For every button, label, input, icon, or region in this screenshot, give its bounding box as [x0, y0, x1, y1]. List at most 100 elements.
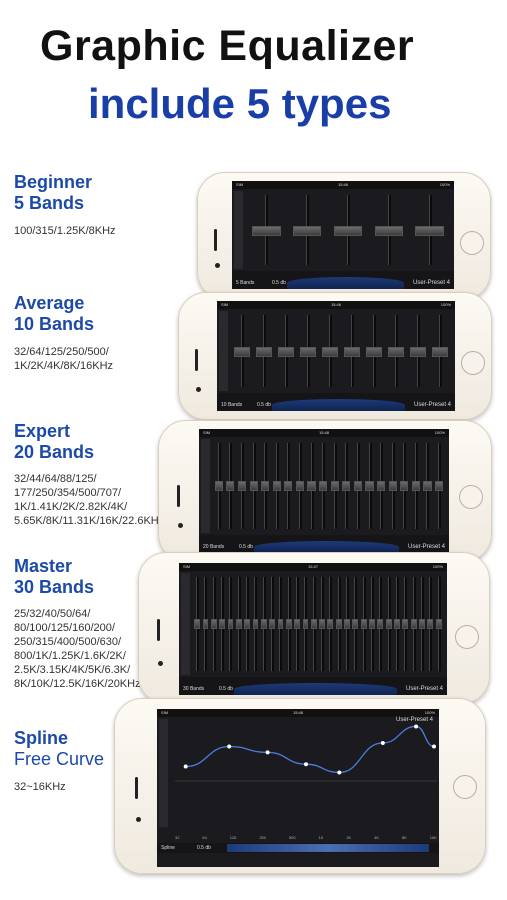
band-slider[interactable]: [418, 573, 426, 675]
volume-meter[interactable]: [201, 439, 210, 533]
band-slider[interactable]: [376, 573, 384, 675]
spline-control-point[interactable]: [432, 744, 436, 749]
band-slider[interactable]: [226, 573, 234, 675]
slider-knob[interactable]: [435, 618, 442, 629]
home-button[interactable]: [461, 351, 485, 375]
slider-knob[interactable]: [319, 481, 328, 492]
slider-knob[interactable]: [327, 618, 334, 629]
slider-knob[interactable]: [249, 481, 258, 492]
home-button[interactable]: [453, 775, 477, 799]
band-slider[interactable]: [271, 439, 283, 533]
slider-knob[interactable]: [374, 226, 404, 237]
home-button[interactable]: [460, 231, 484, 255]
slider-knob[interactable]: [278, 347, 294, 357]
slider-knob[interactable]: [342, 481, 351, 492]
band-slider[interactable]: [243, 573, 251, 675]
volume-meter[interactable]: [181, 573, 190, 675]
slider-knob[interactable]: [300, 347, 316, 357]
band-slider[interactable]: [364, 439, 376, 533]
band-slider[interactable]: [201, 573, 209, 675]
slider-knob[interactable]: [377, 481, 386, 492]
slider-knob[interactable]: [237, 481, 247, 492]
band-slider[interactable]: [306, 439, 318, 533]
band-slider[interactable]: [260, 573, 268, 675]
slider-knob[interactable]: [335, 618, 342, 629]
band-slider[interactable]: [275, 311, 297, 391]
band-slider[interactable]: [410, 439, 422, 533]
slider-knob[interactable]: [377, 618, 384, 629]
band-slider[interactable]: [351, 573, 359, 675]
slider-knob[interactable]: [256, 347, 272, 357]
slider-knob[interactable]: [353, 481, 362, 492]
band-slider[interactable]: [293, 573, 301, 675]
slider-knob[interactable]: [330, 481, 339, 492]
band-slider[interactable]: [317, 439, 329, 533]
slider-knob[interactable]: [260, 618, 267, 629]
band-slider[interactable]: [276, 573, 284, 675]
slider-knob[interactable]: [322, 347, 338, 357]
slider-knob[interactable]: [366, 347, 382, 357]
home-button[interactable]: [455, 625, 479, 649]
band-slider[interactable]: [248, 439, 260, 533]
band-slider[interactable]: [235, 573, 243, 675]
band-slider[interactable]: [213, 439, 225, 533]
slider-knob[interactable]: [410, 618, 417, 629]
spline-control-point[interactable]: [304, 762, 308, 767]
slider-knob[interactable]: [344, 618, 350, 629]
slider-knob[interactable]: [333, 226, 363, 237]
band-slider[interactable]: [294, 439, 306, 533]
band-slider[interactable]: [409, 191, 450, 269]
slider-knob[interactable]: [234, 347, 250, 357]
band-slider[interactable]: [310, 573, 318, 675]
spline-control-point[interactable]: [265, 750, 270, 755]
slider-knob[interactable]: [385, 618, 392, 629]
volume-meter[interactable]: [159, 719, 168, 827]
band-slider[interactable]: [368, 191, 409, 269]
slider-knob[interactable]: [360, 618, 367, 629]
slider-knob[interactable]: [427, 618, 434, 629]
slider-knob[interactable]: [307, 481, 316, 492]
spline-control-point[interactable]: [414, 724, 419, 729]
home-button[interactable]: [459, 485, 483, 509]
preset-name[interactable]: User-Preset 4: [412, 280, 450, 286]
slider-knob[interactable]: [277, 618, 284, 629]
preset-name[interactable]: User-Preset 4: [407, 544, 445, 550]
band-slider[interactable]: [385, 311, 407, 391]
band-slider[interactable]: [326, 573, 334, 675]
band-slider[interactable]: [218, 573, 226, 675]
slider-knob[interactable]: [227, 618, 234, 629]
spline-control-point[interactable]: [337, 770, 342, 775]
band-slider[interactable]: [259, 439, 271, 533]
slider-knob[interactable]: [226, 481, 235, 492]
band-slider[interactable]: [287, 191, 328, 269]
slider-knob[interactable]: [252, 226, 281, 237]
band-slider[interactable]: [319, 311, 341, 391]
spline-control-point[interactable]: [380, 740, 385, 745]
band-slider[interactable]: [335, 573, 343, 675]
spline-curve-area[interactable]: User-Preset 4: [175, 717, 437, 835]
slider-knob[interactable]: [295, 481, 305, 492]
band-slider[interactable]: [285, 573, 293, 675]
band-slider[interactable]: [387, 439, 399, 533]
band-slider[interactable]: [329, 439, 341, 533]
band-slider[interactable]: [246, 191, 287, 269]
slider-knob[interactable]: [411, 481, 420, 492]
slider-knob[interactable]: [394, 618, 400, 629]
band-slider[interactable]: [368, 573, 376, 675]
spline-control-point[interactable]: [227, 744, 232, 749]
slider-knob[interactable]: [194, 618, 201, 629]
preset-name[interactable]: User-Preset 4: [395, 717, 433, 723]
band-slider[interactable]: [236, 439, 248, 533]
slider-knob[interactable]: [415, 226, 444, 237]
slider-knob[interactable]: [235, 618, 242, 629]
slider-knob[interactable]: [419, 618, 425, 629]
band-slider[interactable]: [297, 311, 319, 391]
band-slider[interactable]: [210, 573, 218, 675]
slider-knob[interactable]: [410, 347, 426, 357]
band-slider[interactable]: [360, 573, 368, 675]
slider-knob[interactable]: [402, 618, 409, 629]
spline-control-point[interactable]: [183, 764, 188, 769]
band-slider[interactable]: [410, 573, 418, 675]
band-slider[interactable]: [433, 439, 445, 533]
band-slider[interactable]: [193, 573, 201, 675]
